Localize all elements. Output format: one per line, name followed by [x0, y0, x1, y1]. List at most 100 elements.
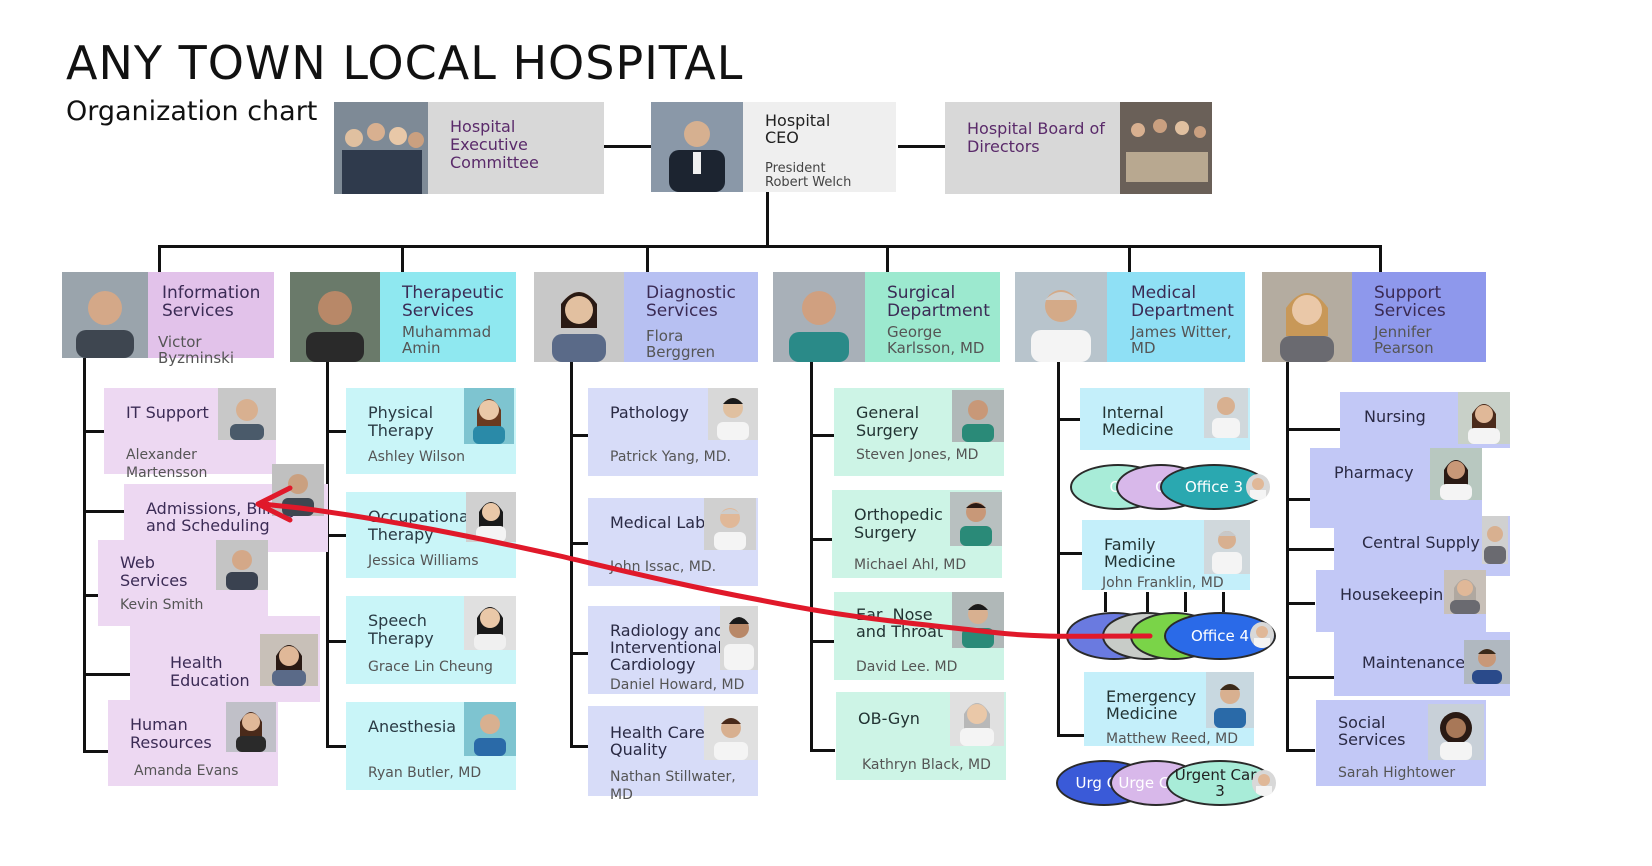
dept-head-name: Muhammad Amin	[402, 323, 492, 357]
connector	[813, 434, 835, 437]
person-photo	[1464, 640, 1510, 684]
unit-label: Family Medicine	[1104, 535, 1176, 571]
dept-surgical-department[interactable]: Surgical Department George Karlsson, MD	[773, 272, 1000, 362]
ceo-card[interactable]: Hospital CEO President Robert Welch	[651, 102, 896, 192]
person-photo	[704, 706, 758, 760]
connector	[83, 358, 86, 753]
unit-pathology[interactable]: Pathology Patrick Yang, MD.	[588, 388, 758, 476]
connector	[1060, 552, 1084, 555]
dept-diagnostic-services[interactable]: Diagnostic Services Flora Berggren	[534, 272, 758, 362]
connector	[570, 362, 573, 748]
person-photo	[218, 388, 276, 440]
chart-title: ANY TOWN LOCAL HOSPITAL	[66, 36, 744, 90]
ceo-photo	[651, 102, 743, 192]
connector	[1289, 498, 1311, 501]
connector	[646, 245, 649, 273]
unit-human-resources[interactable]: Human Resources Amanda Evans	[108, 700, 278, 786]
unit-health-care-quality[interactable]: Health Care Quality Nathan Stillwater, M…	[588, 706, 758, 803]
unit-occupational-therapy[interactable]: Occupational Therapy Jessica Williams	[346, 492, 516, 578]
board-photo	[1120, 102, 1212, 194]
unit-label: General Surgery	[856, 403, 920, 440]
unit-radiology[interactable]: Radiology and Interventional Cardiology …	[588, 606, 758, 694]
unit-general-surgery[interactable]: General Surgery Steven Jones, MD	[834, 388, 1004, 476]
person-photo	[1428, 704, 1484, 760]
dept-therapeutic-services[interactable]: Therapeutic Services Muhammad Amin	[290, 272, 516, 362]
person-photo	[1430, 448, 1482, 500]
connector	[573, 745, 593, 748]
unit-person-name: John Franklin, MD	[1102, 575, 1224, 591]
unit-health-education[interactable]: Health Education	[130, 616, 320, 702]
board-card[interactable]: Hospital Board of Directors	[945, 102, 1212, 194]
person-photo	[464, 702, 516, 756]
unit-speech-therapy[interactable]: Speech Therapy Grace Lin Cheung	[346, 596, 516, 684]
person-photo	[226, 702, 276, 752]
unit-label: IT Support	[126, 403, 209, 422]
office-oval[interactable]: Office 4	[1164, 612, 1276, 660]
unit-anesthesia[interactable]: Anesthesia Ryan Butler, MD	[346, 702, 516, 790]
connector	[1060, 418, 1084, 421]
chart-subtitle: Organization chart	[66, 96, 318, 127]
connector	[1289, 676, 1335, 679]
dept-label: Therapeutic Services	[402, 283, 504, 321]
person-photo	[952, 592, 1004, 648]
dept-head-name: Victor Byzminski	[158, 333, 234, 367]
unit-physical-therapy[interactable]: Physical Therapy Ashley Wilson	[346, 388, 516, 474]
unit-emergency-medicine[interactable]: Emergency Medicine Matthew Reed, MD	[1084, 672, 1254, 747]
connector	[810, 362, 813, 752]
unit-label: Radiology and Interventional Cardiology	[610, 621, 725, 674]
group-photo	[334, 102, 428, 194]
connector	[1184, 592, 1187, 612]
unit-label: Housekeeping	[1340, 585, 1454, 604]
unit-central-supply[interactable]: Central Supply	[1334, 516, 1510, 576]
unit-person-name: Michael Ahl, MD	[854, 557, 967, 573]
unit-person-name: Kevin Smith	[120, 597, 204, 613]
unit-medical-lab[interactable]: Medical Lab John Issac, MD.	[588, 498, 758, 586]
person-photo	[1246, 474, 1270, 500]
dept-information-services[interactable]: Information Services Victor Byzminski	[62, 272, 274, 366]
person-photo	[704, 498, 756, 550]
unit-ob-gyn[interactable]: OB-Gyn Kathryn Black, MD	[836, 692, 1006, 780]
unit-nursing[interactable]: Nursing	[1340, 392, 1510, 448]
person-photo	[950, 492, 1002, 546]
unit-ent[interactable]: Ear, Nose and Throat David Lee. MD	[834, 592, 1004, 680]
unit-label: Emergency Medicine	[1106, 687, 1197, 723]
dept-head-name: Flora Berggren	[646, 327, 716, 361]
unit-maintenance[interactable]: Maintenance	[1334, 632, 1510, 696]
dept-head-name: James Witter, MD	[1131, 323, 1232, 357]
connector	[1146, 592, 1149, 612]
person-photo	[260, 634, 318, 686]
dept-medical-department[interactable]: Medical Department James Witter, MD	[1015, 272, 1245, 362]
unit-person-name: John Issac, MD.	[610, 559, 717, 575]
unit-label: Internal Medicine	[1102, 403, 1174, 439]
unit-person-name: Daniel Howard, MD	[610, 677, 745, 693]
person-photo	[1204, 388, 1248, 438]
unit-family-medicine[interactable]: Family Medicine John Franklin, MD	[1082, 520, 1250, 591]
unit-it-support[interactable]: IT Support Alexander Martensson	[104, 388, 276, 481]
dept-support-services[interactable]: Support Services Jennifer Pearson	[1262, 272, 1486, 362]
executive-committee-label: Hospital Executive Committee	[450, 117, 539, 172]
unit-housekeeping[interactable]: Housekeeping	[1316, 570, 1486, 632]
unit-person-name: Patrick Yang, MD.	[610, 449, 731, 465]
unit-web-services[interactable]: Web Services Kevin Smith	[98, 540, 268, 626]
dept-label: Information Services	[162, 283, 261, 321]
unit-social-services[interactable]: Social Services Sarah Hightower	[1316, 700, 1486, 786]
unit-pharmacy[interactable]: Pharmacy	[1310, 448, 1482, 528]
connector	[1128, 245, 1131, 273]
connector	[86, 430, 106, 433]
unit-label: Ear, Nose and Throat	[856, 605, 944, 641]
unit-label: OB-Gyn	[858, 709, 920, 728]
connector	[766, 192, 769, 247]
unit-label: Medical Lab	[610, 513, 706, 532]
unit-internal-medicine[interactable]: Internal Medicine	[1080, 388, 1250, 450]
person-photo	[1444, 570, 1486, 614]
unit-label: Orthopedic Surgery	[854, 505, 943, 542]
ceo-label-1: Hospital	[765, 111, 831, 130]
person-photo	[1252, 770, 1276, 796]
unit-label: Anesthesia	[368, 717, 457, 736]
unit-person-name: Matthew Reed, MD	[1106, 731, 1238, 747]
unit-orthopedic-surgery[interactable]: Orthopedic Surgery Michael Ahl, MD	[832, 490, 1002, 578]
executive-committee-card[interactable]: Hospital Executive Committee	[334, 102, 604, 194]
ceo-role: President	[765, 161, 826, 176]
unit-person-name: Sarah Hightower	[1338, 765, 1456, 781]
office-oval[interactable]: Office 3	[1160, 464, 1268, 510]
